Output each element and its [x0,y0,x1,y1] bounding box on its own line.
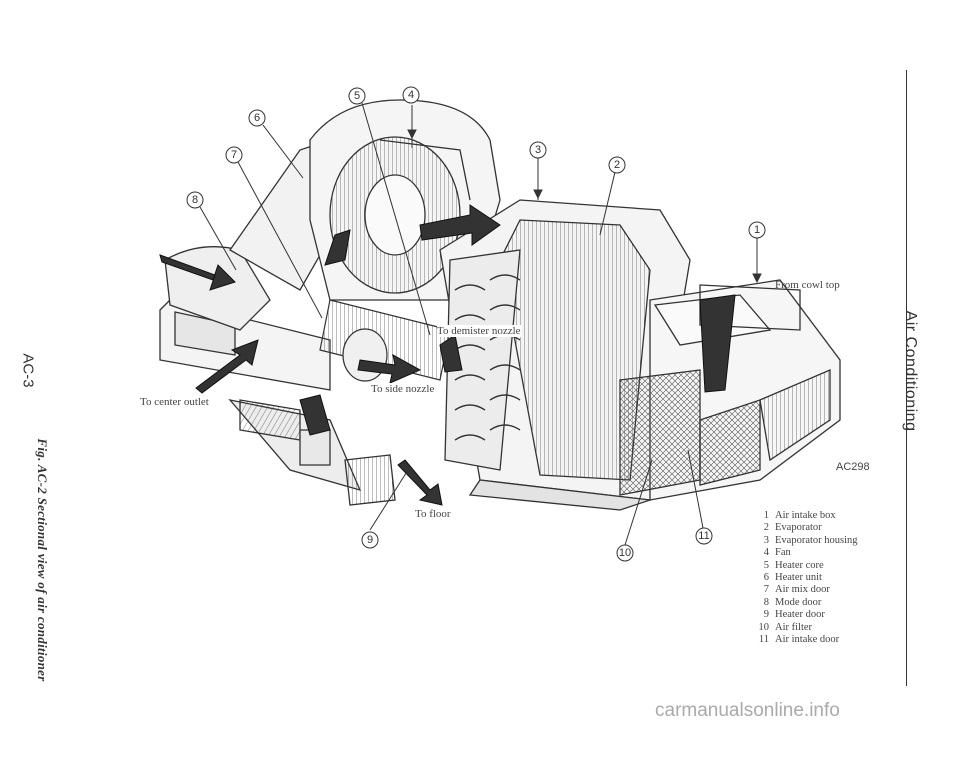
callout-11: 11 [695,527,713,545]
svg-text:11: 11 [698,530,709,542]
label-to-floor: To floor [415,508,451,520]
arrow-mode [299,394,331,436]
callout-2: 2 [608,156,626,174]
svg-text:5: 5 [354,90,360,102]
callout-3: 3 [529,141,547,159]
svg-text:2: 2 [614,159,620,171]
svg-text:1: 1 [754,224,760,236]
leader-lines [199,102,762,546]
svg-text:9: 9 [367,534,373,546]
arrow-demister [439,334,463,373]
svg-text:7: 7 [231,149,237,161]
label-to-center-outlet: To center outlet [140,396,209,408]
airflow-arrows [159,204,736,506]
air-conditioner-diagram: 5 4 6 7 8 3 2 1 9 10 11 [159,86,841,562]
callout-1: 1 [748,221,766,239]
callout-10: 10 [616,544,634,562]
callout-8: 8 [186,191,204,209]
arrow-left-outlet [159,254,236,291]
arrow-center-outlet [195,339,259,394]
label-from-cowl-top: From cowl top [775,279,840,291]
callout-5: 5 [348,87,366,105]
svg-text:8: 8 [192,194,198,206]
label-to-demister-nozzle: To demister nozzle [437,325,521,337]
drawing-code: AC298 [836,461,870,473]
arrow-intake-down [699,294,736,393]
arrow-floor [397,459,443,506]
arrow-fan-inlet [419,204,501,246]
callout-7: 7 [225,146,243,164]
arrow-side-nozzle [357,354,422,384]
svg-text:6: 6 [254,112,260,124]
callout-4: 4 [402,86,420,104]
label-to-side-nozzle: To side nozzle [371,383,435,395]
svg-text:4: 4 [408,89,414,101]
callout-6: 6 [248,109,266,127]
svg-text:10: 10 [619,547,631,559]
margin-rule [906,70,907,686]
callout-9: 9 [361,531,379,549]
arrow-heater-flow [324,229,351,266]
footer-watermark: carmanualsonline.info [655,700,840,721]
svg-text:3: 3 [535,144,541,156]
